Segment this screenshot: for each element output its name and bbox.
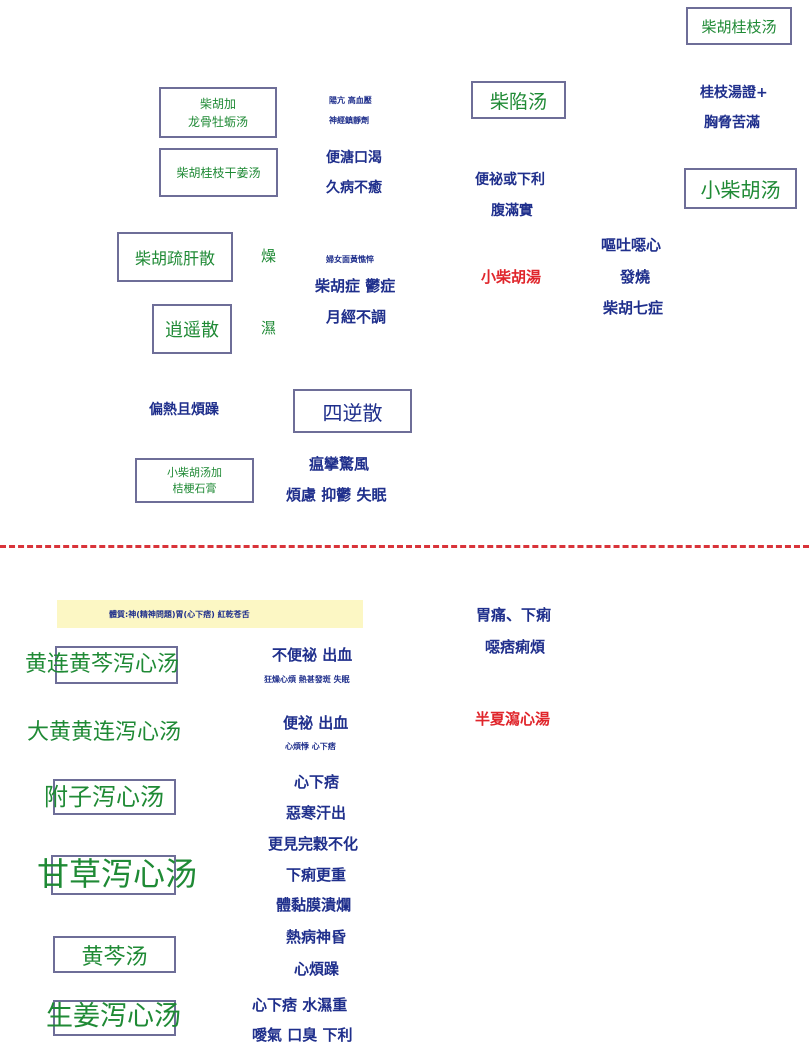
text-pianre: 偏熱且煩躁: [149, 402, 219, 418]
box-fuzi-frame: [53, 779, 176, 815]
label-longgu-line1: 柴胡加: [199, 96, 236, 111]
text-guizhi-line1: 桂枝湯證+: [700, 85, 768, 101]
text-banxia-xiexin-tang: 半夏瀉心湯: [475, 710, 551, 728]
text-xiao-chaihu-tang-red: 小柴胡湯: [481, 268, 542, 286]
box-shengjiang-frame: [53, 1000, 176, 1036]
text-right-line3: 柴胡七症: [603, 299, 664, 317]
label-huanglian-huangqin-xiexin-tang: 黄连黄芩泻心汤: [25, 652, 180, 677]
text-dh-line1: 便祕 出血: [283, 714, 349, 732]
box-chaihu-longgu-muli-tang: 柴胡加 龙骨牡蛎汤: [159, 87, 277, 138]
box-huangqin-tang: 黄芩汤: [53, 936, 176, 973]
box-xiaoyao-san: 逍遥散: [152, 304, 232, 354]
text-guizhi-line2: 胸脅苦滿: [704, 115, 760, 131]
text-ganjiang-line1: 便溏口渴: [326, 150, 382, 166]
label-shengjiang-xiexin-tang: 生姜泻心汤: [46, 1001, 181, 1032]
text-right-line1: 嘔吐噁心: [601, 236, 662, 254]
label-longgu-line2: 龙骨牡蛎汤: [187, 114, 248, 129]
text-pianmi-line1: 便祕或下利: [475, 172, 545, 188]
label-xiao-chaihu-tang-right: 小柴胡汤: [700, 178, 781, 202]
text-constitution: 體質:神(精神問題)胃(心下痞) 紅乾苍舌: [109, 610, 250, 619]
text-longgu-note2: 神經鎮靜劑: [329, 116, 369, 125]
box-huanglian-huangqin-frame: [55, 646, 178, 684]
label-sini-san: 四逆散: [322, 400, 383, 425]
label-gancao-xiexin-tang: 甘草泻心汤: [37, 855, 198, 893]
label-chaihu-shugan-san: 柴胡疏肝散: [134, 249, 215, 268]
text-women-line2: 月經不調: [326, 308, 387, 326]
text-right-line2: 發燒: [620, 268, 651, 286]
text-gc-line3: 體黏膜潰爛: [276, 896, 352, 914]
box-chaixian-tang: 柴陷汤: [471, 81, 566, 119]
text-hlhq-note: 狂燥心煩 熱甚發斑 失眠: [264, 675, 350, 684]
text-hq-line1: 熱病神昏: [286, 928, 347, 946]
box-gancao-frame: [51, 855, 176, 895]
section-divider: [0, 545, 809, 548]
label-xiaoyao-san: 逍遥散: [165, 320, 219, 341]
text-zao: 燥: [261, 247, 277, 265]
text-gc-line1: 更見完穀不化: [268, 835, 359, 853]
text-longgu-note1: 陽亢 高血壓: [329, 96, 372, 105]
text-gc-line2: 下痢更重: [286, 866, 347, 884]
label-guizhi-ganjiang: 柴胡桂枝干姜汤: [176, 166, 261, 180]
box-chaihu-shugan-san: 柴胡疏肝散: [117, 232, 233, 282]
constitution-highlight: [57, 600, 363, 628]
text-sj-line1: 心下痞 水濕重: [252, 996, 348, 1014]
text-ganjiang-line2: 久病不癒: [326, 180, 382, 196]
label-huangqin-tang: 黄芩汤: [81, 944, 148, 970]
label-chaixian-tang: 柴陷汤: [489, 90, 547, 113]
label-jiegeng-line1: 小柴胡汤加: [167, 465, 222, 479]
box-xiao-chaihu-jiegeng-shigao: 小柴胡汤加 桔梗石膏: [135, 458, 254, 503]
text-sini-line2: 煩慮 抑鬱 失眠: [286, 486, 387, 504]
label-dahuang-huanglian-xiexin-tang: 大黄黄连泻心汤: [27, 720, 182, 745]
box-chaihu-guizhi-tang: 柴胡桂枝汤: [686, 7, 792, 45]
box-chaihu-guizhi-ganjiang-tang: 柴胡桂枝干姜汤: [159, 148, 278, 197]
label-jiegeng-line2: 桔梗石膏: [172, 481, 217, 495]
text-hlhq-line1: 不便祕 出血: [272, 646, 353, 664]
text-fz-line1: 心下痞: [294, 773, 340, 791]
text-shi: 濕: [261, 319, 277, 337]
text-women-note: 婦女面黃憔悴: [326, 255, 374, 264]
text-dh-note: 心煩悸 心下痞: [285, 742, 336, 751]
box-xiao-chaihu-tang-right: 小柴胡汤: [684, 168, 797, 209]
label-fuzi-xiexin-tang: 附子泻心汤: [44, 783, 164, 811]
text-sini-line1: 瘟攣驚風: [309, 455, 370, 473]
text-weitong-line1: 胃痛、下痢: [476, 606, 552, 624]
label-chaihu-guizhi-tang: 柴胡桂枝汤: [701, 17, 777, 36]
text-women-line1: 柴胡症 鬱症: [315, 277, 396, 295]
text-pianmi-line2: 腹滿實: [491, 203, 533, 219]
text-sj-line2: 噯氣 口臭 下利: [252, 1026, 353, 1044]
text-weitong-line2: 噁痞痢煩: [485, 638, 546, 656]
text-fz-line2: 惡寒汗出: [286, 804, 347, 822]
text-hq-line2: 心煩躁: [294, 960, 340, 978]
box-sini-san: 四逆散: [293, 389, 412, 433]
